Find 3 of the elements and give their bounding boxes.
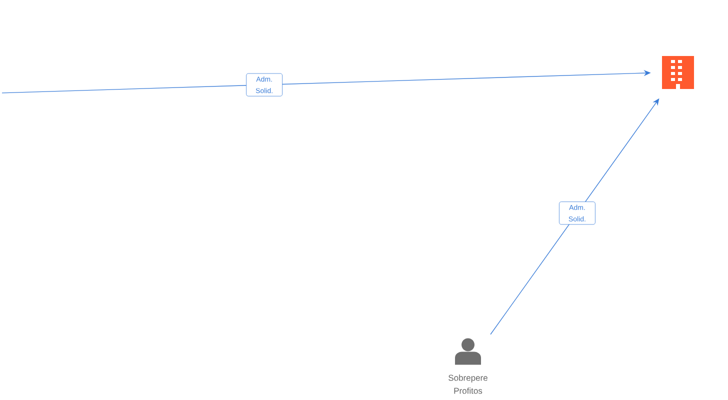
building-icon bbox=[662, 56, 694, 89]
person-node: Sobrepere Profitos bbox=[448, 338, 488, 394]
node-label: Sobrepere Profitos bbox=[448, 374, 488, 394]
